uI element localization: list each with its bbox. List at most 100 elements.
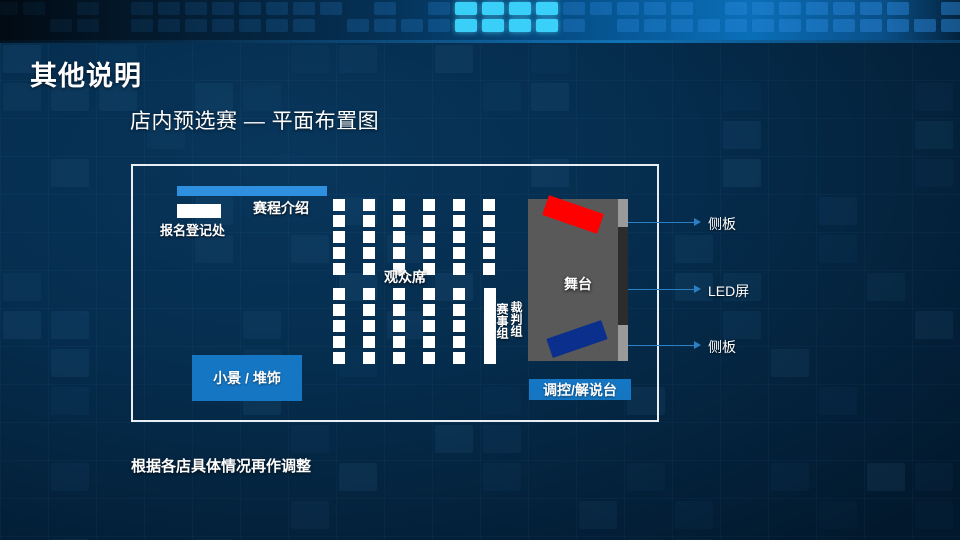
background-block: [867, 463, 905, 491]
schedule-bar: [177, 186, 327, 196]
seat: [363, 336, 375, 348]
seat: [483, 263, 495, 275]
banner-cell: [590, 2, 612, 15]
background-block: [435, 45, 473, 73]
seat: [363, 288, 375, 300]
banner-cell: [185, 19, 207, 32]
banner-cell: [374, 2, 396, 15]
banner-cell: [212, 19, 234, 32]
banner-cell: [806, 19, 828, 32]
background-block: [819, 235, 857, 263]
background-block: [579, 501, 617, 529]
schedule-bar-label: 赛程介绍: [253, 198, 309, 218]
banner-cell: [293, 19, 315, 32]
background-block: [51, 311, 89, 339]
banner-cell: [941, 2, 960, 15]
seat: [453, 320, 465, 332]
seat: [453, 352, 465, 364]
background-block: [771, 463, 809, 491]
seat: [333, 215, 345, 227]
banner-cell: [617, 2, 639, 15]
seat: [453, 231, 465, 243]
seat: [363, 215, 375, 227]
background-block: [483, 463, 521, 491]
callout-arrow-led-screen: [694, 285, 701, 293]
banner-cell: [293, 2, 315, 15]
banner-cell: [266, 2, 288, 15]
banner-cell: [158, 2, 180, 15]
banner-cell: [563, 2, 585, 15]
banner-cell: [779, 19, 801, 32]
seat: [363, 199, 375, 211]
banner-cell: [887, 19, 909, 32]
background-block: [771, 349, 809, 377]
seat: [333, 336, 345, 348]
seat: [423, 231, 435, 243]
banner-cell: [482, 2, 504, 15]
callout-line-led-screen: [628, 289, 696, 290]
callout-label-led-screen: LED屏: [708, 281, 749, 301]
side-panel-top: [618, 199, 628, 227]
banner-cell: [536, 2, 558, 15]
banner-cell: [698, 19, 720, 32]
background-block: [819, 387, 857, 415]
seat: [453, 247, 465, 259]
seat: [393, 215, 405, 227]
background-block: [51, 463, 89, 491]
banner-cell: [887, 2, 909, 15]
background-block: [915, 311, 953, 339]
seat: [423, 288, 435, 300]
banner-cell: [428, 19, 450, 32]
seat: [483, 231, 495, 243]
banner-cell: [212, 2, 234, 15]
background-block: [3, 273, 41, 301]
banner-cell: [77, 2, 99, 15]
banner-cell: [617, 19, 639, 32]
background-block: [723, 121, 761, 149]
side-panel-bottom: [618, 325, 628, 361]
banner-cell: [725, 2, 747, 15]
seat: [363, 247, 375, 259]
audience-seating-label: 观众席: [384, 267, 426, 287]
seat: [333, 320, 345, 332]
background-block: [339, 463, 377, 491]
background-block: [51, 159, 89, 187]
background-block: [531, 45, 569, 73]
seat: [453, 263, 465, 275]
seat: [453, 215, 465, 227]
banner-cell: [509, 2, 531, 15]
background-block: [483, 83, 521, 111]
background-block: [531, 83, 569, 111]
banner-cell: [0, 2, 18, 15]
seat: [423, 215, 435, 227]
banner-cell: [455, 2, 477, 15]
background-block: [867, 273, 905, 301]
seat: [423, 352, 435, 364]
banner-cell: [239, 2, 261, 15]
led-screen: [618, 227, 628, 325]
background-block: [51, 387, 89, 415]
background-block: [627, 463, 665, 491]
background-block: [915, 501, 953, 529]
banner-cell: [860, 2, 882, 15]
seat: [393, 304, 405, 316]
stage-label: 舞台: [528, 274, 628, 294]
scene-decoration-box: 小景 / 堆饰: [192, 355, 302, 401]
banner-cell: [266, 19, 288, 32]
background-block: [675, 235, 713, 263]
seat: [393, 336, 405, 348]
banner-cell: [536, 19, 558, 32]
seat: [393, 199, 405, 211]
seat: [333, 231, 345, 243]
seat: [363, 320, 375, 332]
background-block: [435, 425, 473, 453]
seat: [483, 215, 495, 227]
registration-desk-label: 报名登记处: [160, 220, 225, 239]
seat: [333, 263, 345, 275]
callout-arrow-side-panel-bottom: [694, 341, 701, 349]
banner-cell: [806, 2, 828, 15]
seat: [423, 304, 435, 316]
seat: [453, 304, 465, 316]
background-block: [291, 501, 329, 529]
